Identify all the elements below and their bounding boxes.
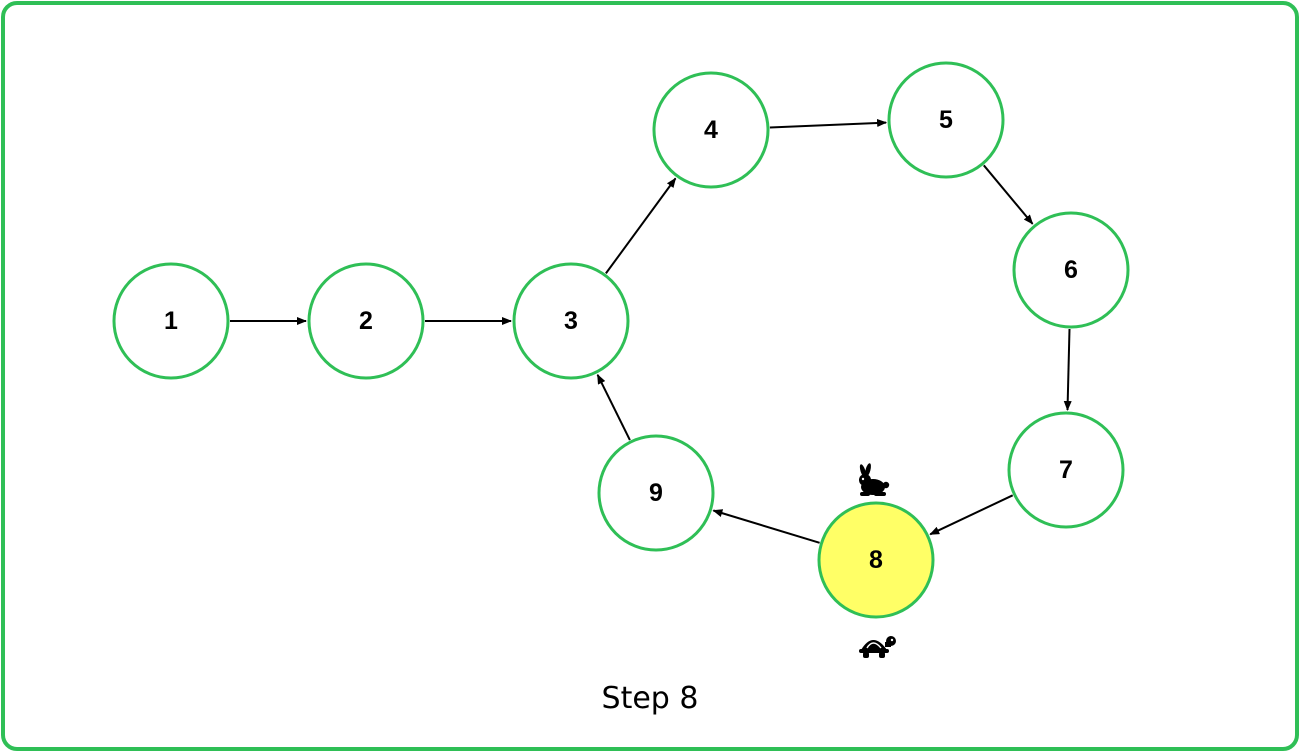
node-label: 1 — [164, 307, 178, 335]
turtle-icon — [859, 636, 896, 658]
node-9: 9 — [597, 434, 715, 552]
node-7: 7 — [1007, 411, 1125, 529]
edges-layer — [230, 118, 1072, 544]
edge-9-to-3 — [596, 373, 631, 441]
edge-4-to-5 — [769, 118, 888, 129]
step-caption: Step 8 — [602, 681, 699, 716]
edge-8-to-9 — [712, 509, 820, 544]
node-label: 3 — [564, 307, 578, 335]
node-4: 4 — [652, 71, 770, 189]
edge-5-to-6 — [983, 164, 1034, 225]
edge-7-to-8 — [929, 494, 1014, 536]
node-circle — [652, 71, 770, 189]
node-label: 7 — [1059, 456, 1073, 484]
node-label: 8 — [869, 546, 883, 574]
node-2: 2 — [307, 262, 425, 380]
node-6: 6 — [1012, 211, 1130, 329]
node-circle — [817, 501, 935, 619]
node-label: 6 — [1064, 256, 1078, 284]
node-circle — [112, 262, 230, 380]
node-label: 5 — [939, 106, 953, 134]
node-circle — [1007, 411, 1125, 529]
node-circle — [887, 61, 1005, 179]
nodes-layer: 1 2 3 4 5 6 7 8 9 — [112, 61, 1130, 619]
node-circle — [597, 434, 715, 552]
node-5: 5 — [887, 61, 1005, 179]
node-circle — [512, 262, 630, 380]
node-circle — [1012, 211, 1130, 329]
node-8: 8 — [817, 501, 935, 619]
rabbit-icon — [859, 463, 890, 496]
node-3: 3 — [512, 262, 630, 380]
node-label: 4 — [704, 116, 718, 144]
node-label: 2 — [359, 307, 373, 335]
node-label: 9 — [649, 479, 663, 507]
edge-3-to-4 — [605, 177, 677, 274]
node-circle — [307, 262, 425, 380]
edge-6-to-7 — [1063, 328, 1072, 411]
node-1: 1 — [112, 262, 230, 380]
